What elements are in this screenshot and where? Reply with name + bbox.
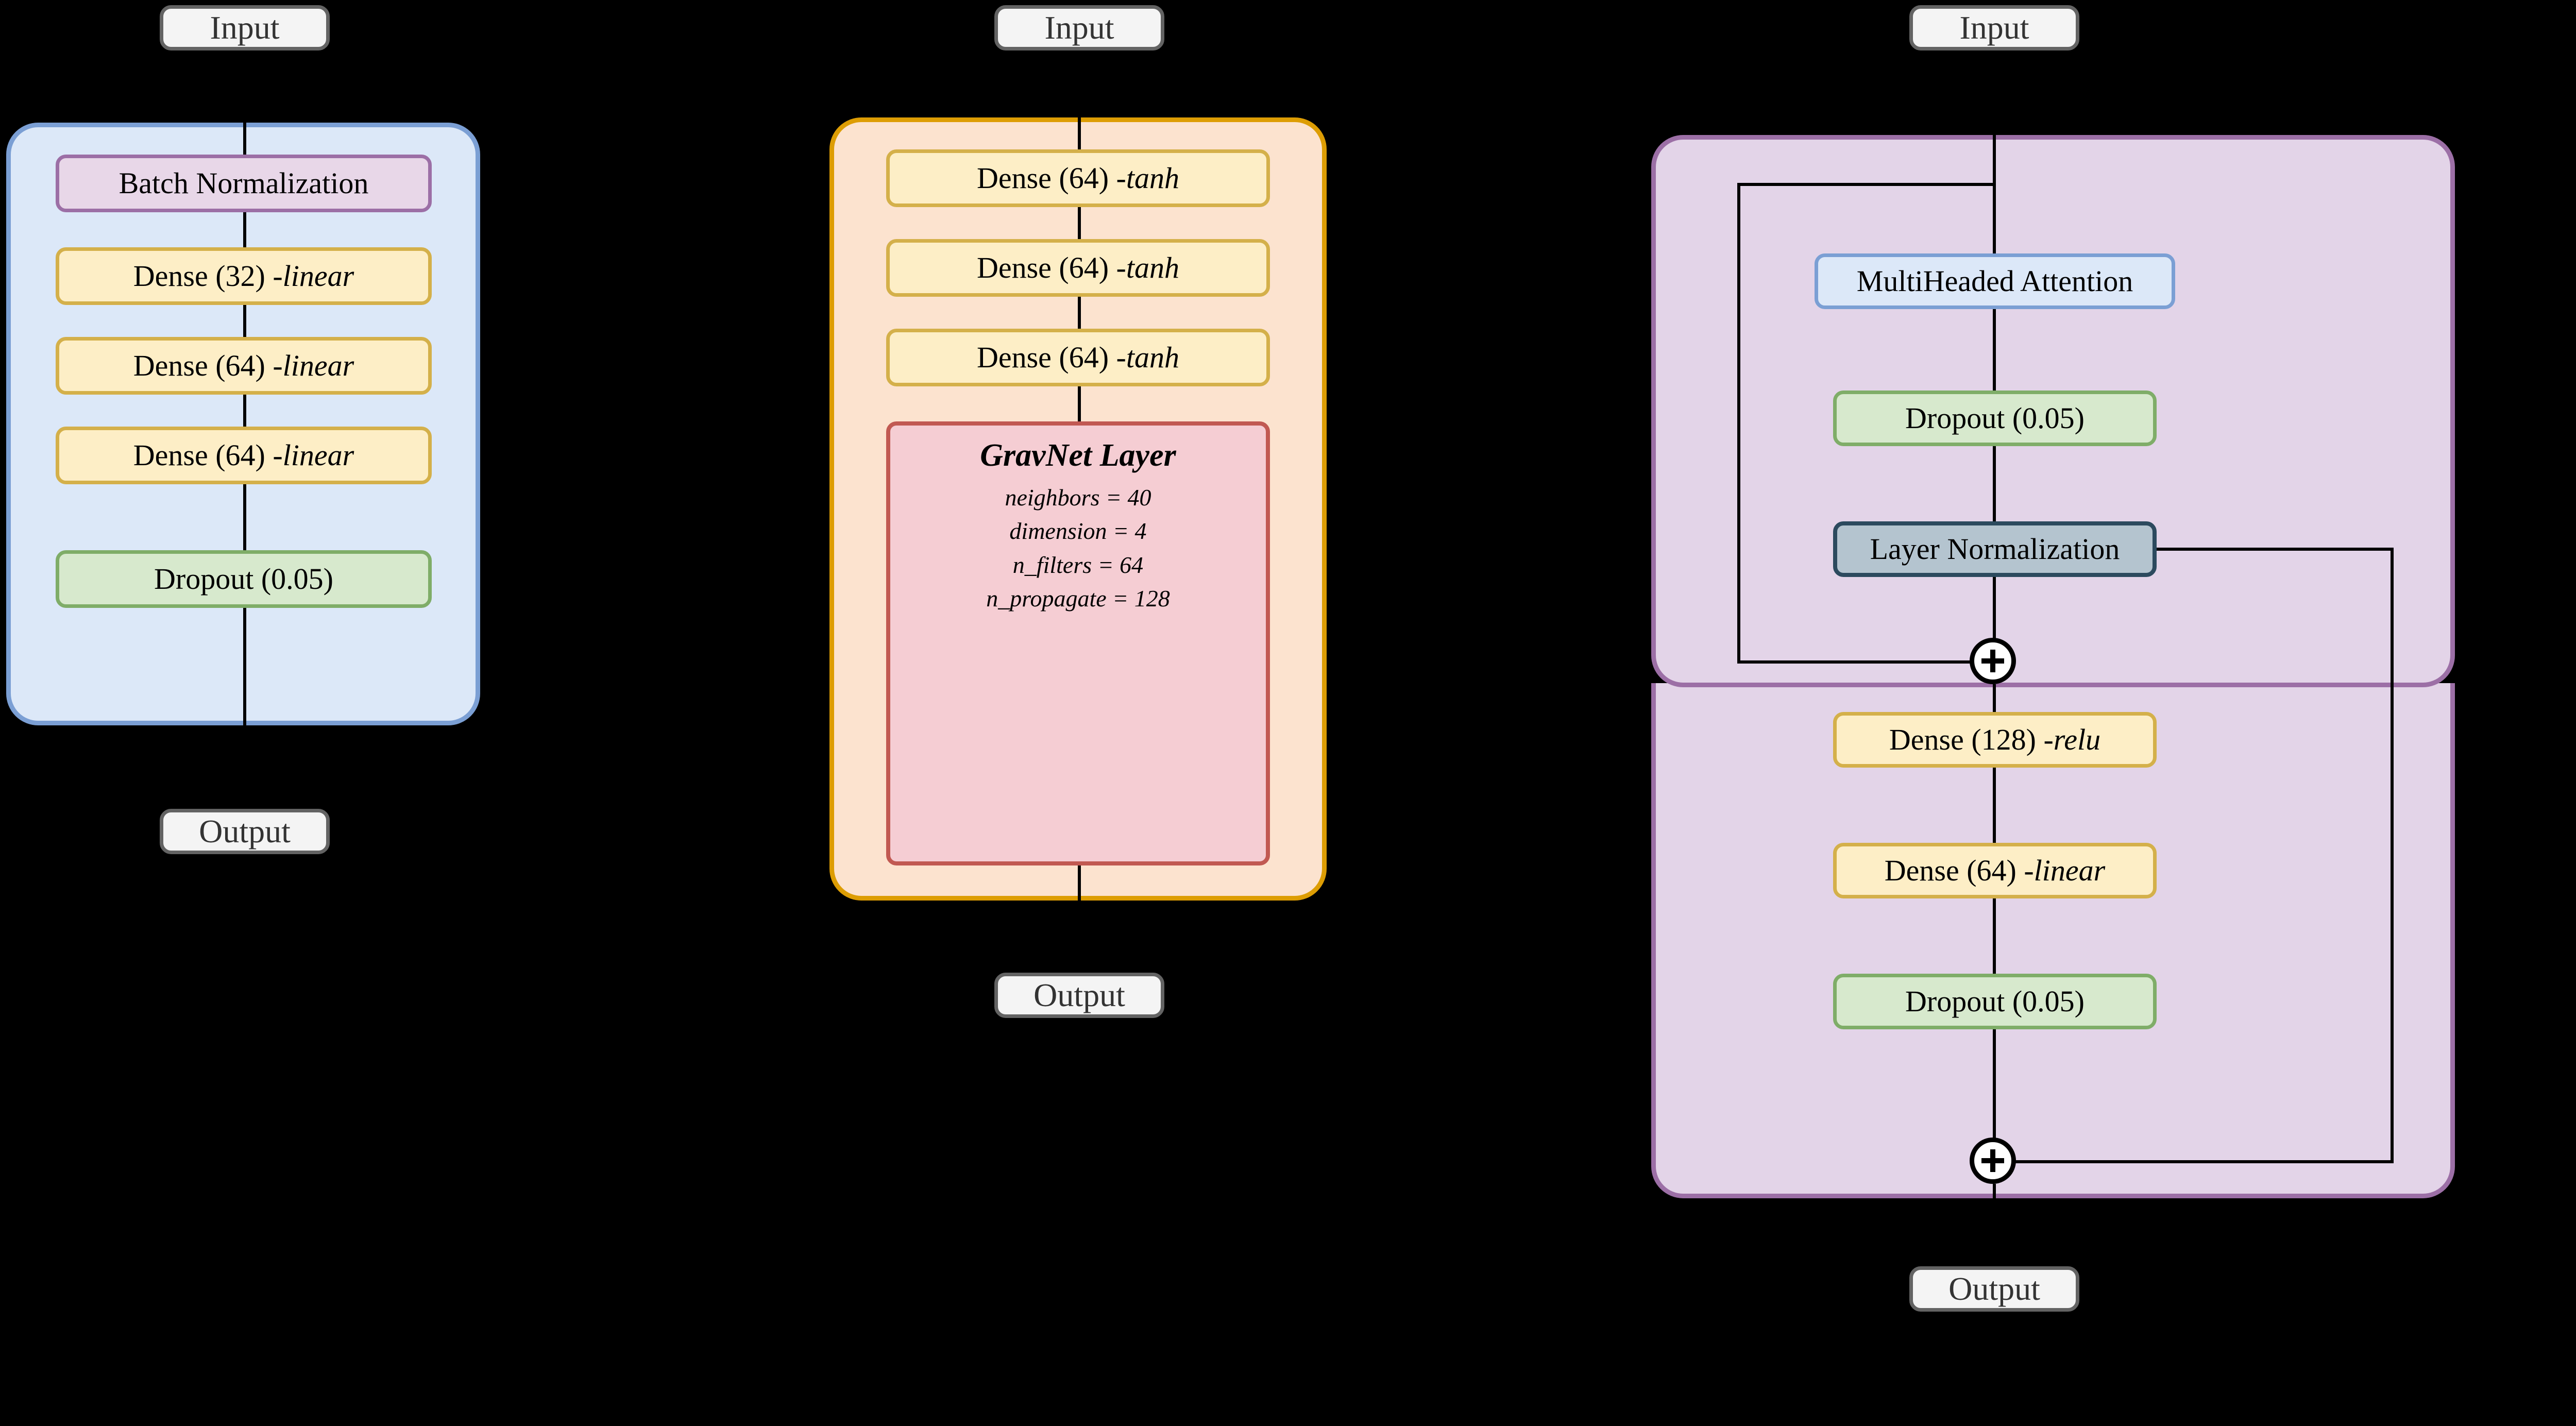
dropout-005-box: Dropout (0.05) [56, 550, 432, 608]
dense-32-linear-box: Dense (32) - linear [56, 247, 432, 305]
block3-residual1-top [1737, 183, 1996, 186]
block1-output-chip: Output [160, 809, 330, 854]
dropout-005-attn-label: Dropout (0.05) [1905, 401, 2084, 435]
dense-128-relu-label: Dense (128) - [1889, 722, 2054, 756]
gravnet-block: Input Dense (64) - tanh Dense (64) - tan… [799, 0, 1623, 1426]
block3-dropout-to-layernorm [1993, 446, 1996, 521]
dense-32-linear-activation: linear [282, 259, 354, 293]
block1-input-label: Input [210, 9, 280, 46]
block2-output-chip: Output [994, 973, 1164, 1018]
block3-residual1-bottom [1737, 660, 1979, 664]
batch-normalization-label: Batch Normalization [118, 166, 369, 200]
dropout-005-ffn-box: Dropout (0.05) [1833, 974, 2157, 1029]
gravnet-param-n-propagate: n_propagate = 128 [986, 585, 1170, 612]
block3-residual1-left [1737, 183, 1740, 662]
block1-input-chip: Input [160, 5, 330, 50]
residual-add-2-vertical [1990, 1149, 1995, 1172]
block3-output-connector [1993, 1184, 1996, 1266]
block1-input-connector [243, 50, 246, 133]
dense-64-tanh-b-label: Dense (64) - [976, 250, 1126, 284]
dense-64-linear-a-activation: linear [282, 348, 354, 382]
block3-layernorm-to-plus1 [1993, 577, 1996, 654]
dropout-005-label: Dropout (0.05) [154, 562, 333, 596]
block2-output-connector [1078, 901, 1081, 973]
block3-residual2-bottom [2010, 1160, 2394, 1163]
block3-dense128-to-dense64 [1993, 768, 1996, 843]
block3-residual2-right [2391, 548, 2394, 1162]
dense-64-linear-b-label: Dense (64) - [133, 438, 283, 472]
dense-64-tanh-b-activation: tanh [1126, 250, 1179, 284]
dense-128-relu-activation: relu [2053, 722, 2101, 756]
block3-input-connector [1993, 50, 1996, 139]
gravnet-param-n-filters: n_filters = 64 [1012, 551, 1144, 578]
transformer-block: Input MultiHeaded Attention Dropout (0.0… [1623, 0, 2576, 1426]
block1-output-label: Output [199, 813, 291, 850]
dense-64-tanh-c-box: Dense (64) - tanh [886, 329, 1270, 386]
dense-128-relu-box: Dense (128) - relu [1833, 712, 2157, 768]
multiheaded-attention-label: MultiHeaded Attention [1856, 264, 2133, 298]
dense-64-linear-label: Dense (64) - [1884, 853, 2034, 887]
multiheaded-attention-box: MultiHeaded Attention [1815, 253, 2175, 309]
residual-add-1-vertical [1990, 650, 1995, 672]
dense-64-linear-a-label: Dense (64) - [133, 348, 283, 382]
residual-add-2 [1970, 1138, 2016, 1184]
dense-64-tanh-a-label: Dense (64) - [976, 161, 1126, 195]
block3-dense64-to-dropout [1993, 898, 1996, 974]
dense-64-linear-box: Dense (64) - linear [1833, 843, 2157, 898]
dense-64-tanh-c-label: Dense (64) - [976, 340, 1126, 374]
dense-64-tanh-a-activation: tanh [1126, 161, 1179, 195]
block2-input-label: Input [1044, 9, 1114, 46]
gravnet-param-dimension: dimension = 4 [1009, 518, 1147, 545]
block2-input-connector [1078, 50, 1081, 117]
dense-64-linear-b-activation: linear [282, 438, 354, 472]
dense-64-linear-activation: linear [2033, 853, 2106, 887]
dense-64-linear-a-box: Dense (64) - linear [56, 337, 432, 395]
block3-container [1651, 135, 2455, 687]
dropout-005-ffn-label: Dropout (0.05) [1905, 984, 2084, 1018]
dense-64-tanh-b-box: Dense (64) - tanh [886, 239, 1270, 297]
dropout-005-attn-box: Dropout (0.05) [1833, 391, 2157, 446]
batch-normalization-box: Batch Normalization [56, 155, 432, 212]
block2-output-label: Output [1033, 977, 1125, 1013]
gravnet-param-neighbors: neighbors = 40 [1005, 484, 1151, 511]
block1-output-connector [243, 725, 246, 809]
layer-normalization-box: Layer Normalization [1833, 521, 2157, 577]
dense-64-linear-b-box: Dense (64) - linear [56, 427, 432, 484]
gravnet-layer-box: GravNet Layer neighbors = 40 dimension =… [886, 421, 1270, 865]
block3-output-chip: Output [1909, 1266, 2079, 1312]
block2-input-chip: Input [994, 5, 1164, 50]
block3-container-lower [1651, 683, 2455, 1198]
block3-output-label: Output [1948, 1270, 2040, 1307]
residual-add-1 [1970, 638, 2016, 684]
block3-residual2-top [2157, 548, 2394, 551]
layer-normalization-label: Layer Normalization [1870, 532, 2120, 566]
block3-input-chip: Input [1909, 5, 2079, 50]
dense-64-tanh-a-box: Dense (64) - tanh [886, 149, 1270, 207]
dense-encoder-block: Input Batch Normalization Dense (32) - l… [0, 0, 799, 1426]
dense-64-tanh-c-activation: tanh [1126, 340, 1179, 374]
block1-spine [243, 123, 246, 725]
block3-attention-to-dropout [1993, 309, 1996, 391]
dense-32-linear-label: Dense (32) - [133, 259, 283, 293]
block3-dropout-to-plus2 [1993, 1029, 1996, 1139]
block3-spine-to-attention [1993, 135, 1996, 253]
block3-input-label: Input [1959, 9, 2029, 46]
gravnet-layer-title: GravNet Layer [980, 438, 1176, 473]
